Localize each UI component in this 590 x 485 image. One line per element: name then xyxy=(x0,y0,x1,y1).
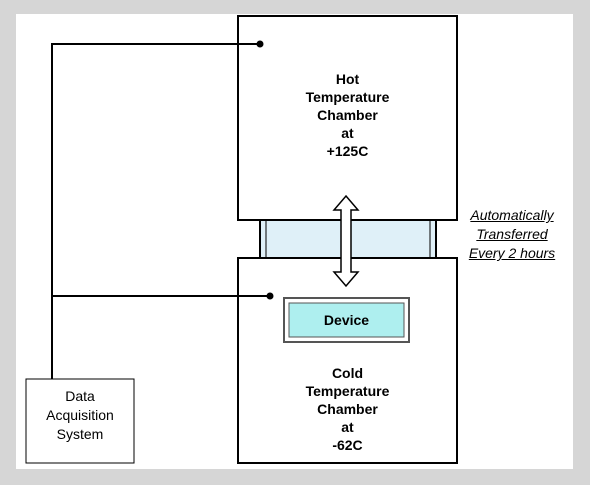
hot-chamber-label: Hot Temperature Chamber at +125C xyxy=(305,71,390,159)
device-label: Device xyxy=(323,312,370,328)
diagram-canvas: Hot Temperature Chamber at +125C Cold Te… xyxy=(16,14,573,469)
hot-chamber-probe xyxy=(256,40,264,48)
diagram-lines xyxy=(25,15,458,464)
daq-box xyxy=(25,378,135,464)
cold-chamber-label: Cold Temperature Chamber at -62C xyxy=(305,365,390,453)
hot-chamber-box xyxy=(237,15,458,221)
cold-chamber-box xyxy=(237,257,458,464)
wire-to-hot-chamber xyxy=(51,43,260,379)
device-box xyxy=(288,302,405,338)
transfer-arrow xyxy=(332,194,360,288)
daq-label: Data Acquisition System xyxy=(46,388,114,442)
transfer-note: Automatically Transferred Every 2 hours xyxy=(468,207,556,261)
cold-chamber-probe xyxy=(266,292,274,300)
